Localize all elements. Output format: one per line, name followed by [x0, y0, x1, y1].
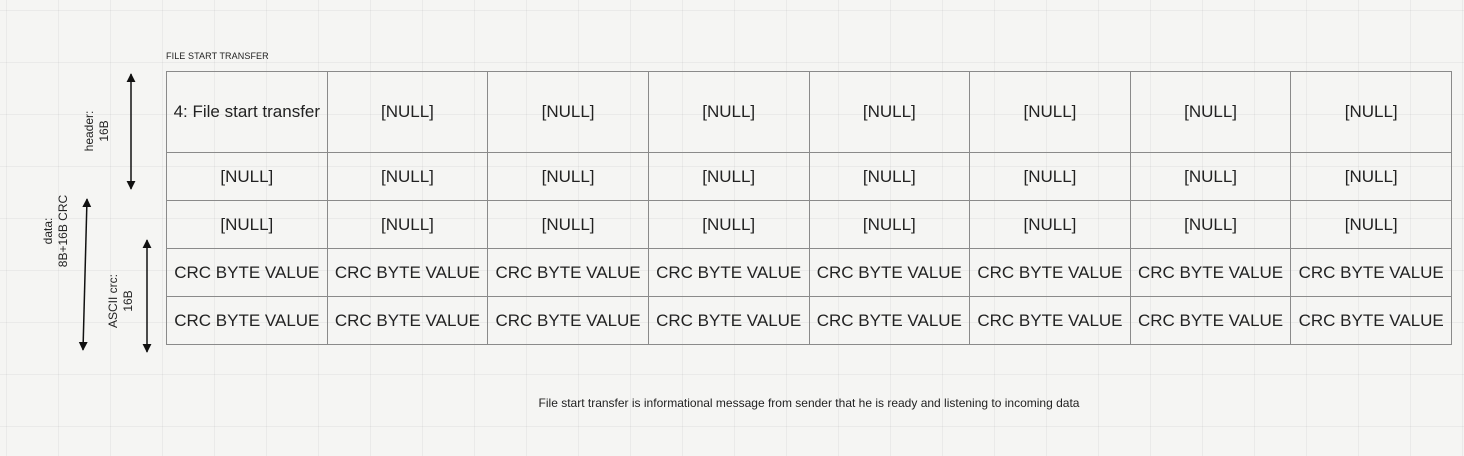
crc-byte-cell: CRC BYTE VALUE: [969, 296, 1131, 345]
header-byte-cell: [NULL]: [647, 71, 810, 153]
crc-byte-cell: CRC BYTE VALUE: [1129, 248, 1292, 297]
data-byte-cell: [NULL]: [647, 152, 810, 201]
header-size-label-title: header:: [82, 110, 96, 152]
crc-byte-cell: CRC BYTE VALUE: [166, 248, 328, 297]
data-byte-cell: [NULL]: [1129, 200, 1292, 249]
header-size-label: header: 16B: [82, 111, 112, 152]
crc-row: CRC BYTE VALUE CRC BYTE VALUE CRC BYTE V…: [166, 248, 1452, 297]
diagram-caption: File start transfer is informational mes…: [538, 396, 1080, 410]
crc-byte-cell: CRC BYTE VALUE: [969, 248, 1131, 297]
data-byte-cell: [NULL]: [166, 152, 328, 201]
crc-byte-cell: CRC BYTE VALUE: [1129, 296, 1292, 345]
header-byte-cell: [NULL]: [1290, 71, 1452, 153]
data-byte-cell: [NULL]: [647, 200, 810, 249]
crc-size-label-value: 16B: [121, 290, 135, 312]
crc-size-label-title: ASCII crc:: [106, 273, 120, 329]
data-span-arrow: [78, 198, 92, 351]
header-byte-cell: [NULL]: [487, 71, 649, 153]
data-size-label: data: 8B+16B CRC: [41, 195, 71, 267]
header-row: 4: File start transfer [NULL] [NULL] [NU…: [166, 71, 1452, 153]
data-byte-cell: [NULL]: [166, 200, 328, 249]
data-byte-cell: [NULL]: [1290, 200, 1452, 249]
header-size-label-value: 16B: [97, 120, 111, 142]
data-row: [NULL] [NULL] [NULL] [NULL] [NULL] [NULL…: [166, 200, 1452, 249]
data-byte-cell: [NULL]: [969, 152, 1131, 201]
data-byte-cell: [NULL]: [326, 152, 489, 201]
crc-byte-cell: CRC BYTE VALUE: [1290, 248, 1452, 297]
message-type-cell: 4: File start transfer: [166, 71, 328, 153]
message-layout-table: 4: File start transfer [NULL] [NULL] [NU…: [166, 71, 1452, 345]
crc-byte-cell: CRC BYTE VALUE: [647, 296, 810, 345]
data-row: [NULL] [NULL] [NULL] [NULL] [NULL] [NULL…: [166, 152, 1452, 201]
header-byte-cell: [NULL]: [326, 71, 489, 153]
header-byte-cell: [NULL]: [808, 71, 971, 153]
crc-row: CRC BYTE VALUE CRC BYTE VALUE CRC BYTE V…: [166, 296, 1452, 345]
data-byte-cell: [NULL]: [969, 200, 1131, 249]
crc-size-label: ASCII crc: 16B: [106, 274, 136, 328]
frame-title: FILE START TRANSFER: [166, 51, 269, 61]
data-byte-cell: [NULL]: [1290, 152, 1452, 201]
header-byte-cell: [NULL]: [1129, 71, 1292, 153]
crc-byte-cell: CRC BYTE VALUE: [487, 248, 649, 297]
data-byte-cell: [NULL]: [808, 152, 971, 201]
crc-byte-cell: CRC BYTE VALUE: [326, 296, 489, 345]
crc-byte-cell: CRC BYTE VALUE: [1290, 296, 1452, 345]
data-size-label-value: 8B+16B CRC: [56, 194, 70, 268]
crc-byte-cell: CRC BYTE VALUE: [326, 248, 489, 297]
data-byte-cell: [NULL]: [487, 200, 649, 249]
data-byte-cell: [NULL]: [1129, 152, 1292, 201]
data-size-label-title: data:: [41, 217, 55, 245]
crc-byte-cell: CRC BYTE VALUE: [166, 296, 328, 345]
header-byte-cell: [NULL]: [969, 71, 1131, 153]
